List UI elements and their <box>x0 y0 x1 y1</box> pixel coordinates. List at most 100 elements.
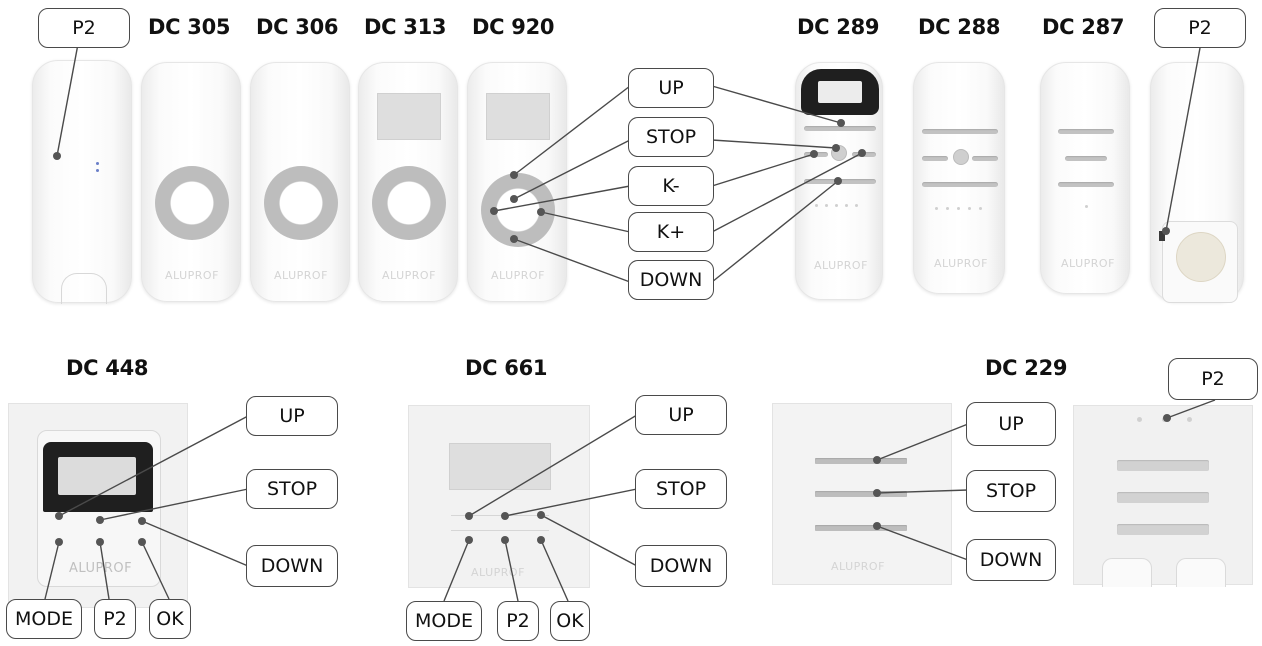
callout-p2-top-right: P2 <box>1154 8 1246 48</box>
channel-dot <box>825 204 828 207</box>
callout-down-remote: DOWN <box>628 260 714 300</box>
brand-logo: ALUPROF <box>1061 257 1115 270</box>
led-dot <box>1187 417 1192 422</box>
channel-dot <box>815 204 818 207</box>
callout-up-dc229: UP <box>966 402 1056 446</box>
up-bar <box>804 126 876 131</box>
callout-down-dc448: DOWN <box>246 545 338 587</box>
wall-panel-dc661: ALUPROF <box>408 405 590 588</box>
model-title-dc305: DC 305 <box>148 15 231 39</box>
display-screen <box>377 93 441 140</box>
model-title-dc448: DC 448 <box>66 356 149 380</box>
stop-bar <box>1117 492 1209 503</box>
callout-k-minus: K- <box>628 166 714 206</box>
display-screen <box>486 93 550 140</box>
callout-up-dc661: UP <box>635 395 727 435</box>
callout-up-remote: UP <box>628 68 714 108</box>
down-bar <box>815 525 907 531</box>
callout-stop-dc229: STOP <box>966 470 1056 512</box>
wall-panel-dc448: ALUPROF <box>8 403 188 608</box>
remote-dc287: ALUPROF <box>1040 62 1130 294</box>
stop-bar <box>1065 156 1107 161</box>
brand-logo: ALUPROF <box>69 561 133 576</box>
callout-p2-top-left: P2 <box>38 8 130 48</box>
callout-mode-dc448: MODE <box>6 599 82 639</box>
callout-ok-dc448: OK <box>149 599 191 639</box>
remote-dc289: ALUPROF <box>795 62 883 300</box>
scroll-wheel <box>264 166 338 240</box>
brand-logo: ALUPROF <box>382 269 436 282</box>
up-bar <box>1117 460 1209 471</box>
callout-up-dc448: UP <box>246 396 338 436</box>
callout-k-plus: K+ <box>628 212 714 252</box>
callout-mode-dc661: MODE <box>406 601 482 641</box>
model-title-dc661: DC 661 <box>465 356 548 380</box>
callout-p2-dc661: P2 <box>497 601 539 641</box>
callout-ok-dc661: OK <box>550 601 590 641</box>
channel-dot <box>845 204 848 207</box>
channel-dot <box>946 207 949 210</box>
up-bar <box>922 129 998 134</box>
callout-stop-dc448: STOP <box>246 469 338 509</box>
brand-logo: ALUPROF <box>934 257 988 270</box>
lcd-display <box>801 69 879 115</box>
model-title-dc313: DC 313 <box>364 15 447 39</box>
callout-down-dc229: DOWN <box>966 539 1056 581</box>
scroll-wheel <box>372 166 446 240</box>
channel-dot <box>979 207 982 210</box>
mount-tab-right <box>1176 558 1226 587</box>
remote-dc288: ALUPROF <box>913 62 1005 294</box>
channel-dot <box>835 204 838 207</box>
remote-dc305: ALUPROF <box>141 62 241 302</box>
k-minus-bar <box>922 156 948 161</box>
down-bar <box>1058 182 1114 187</box>
channel-dot <box>957 207 960 210</box>
lcd-display <box>43 442 153 512</box>
brand-logo: ALUPROF <box>165 269 219 282</box>
down-bar <box>804 179 876 184</box>
remote-dc313: ALUPROF <box>358 62 458 302</box>
stop-knob <box>953 149 969 165</box>
model-title-dc920: DC 920 <box>472 15 555 39</box>
scroll-wheel <box>481 173 555 247</box>
callout-stop-remote: STOP <box>628 117 714 157</box>
stop-knob <box>831 145 847 161</box>
model-title-dc289: DC 289 <box>797 15 880 39</box>
model-title-dc306: DC 306 <box>256 15 339 39</box>
up-bar <box>815 458 907 464</box>
stop-bar <box>815 491 907 497</box>
up-bar <box>1058 129 1114 134</box>
brand-logo: ALUPROF <box>274 269 328 282</box>
callout-down-dc661: DOWN <box>635 545 727 587</box>
down-bar <box>922 182 998 187</box>
led-dot <box>1137 417 1142 422</box>
wall-panel-dc229-back <box>1073 405 1253 587</box>
led-dot <box>1162 417 1167 422</box>
brand-logo: ALUPROF <box>491 269 545 282</box>
p2-button-slot <box>1159 231 1165 241</box>
battery-compartment <box>1162 221 1238 303</box>
channel-dot <box>968 207 971 210</box>
status-led-1 <box>96 162 99 165</box>
scroll-wheel <box>155 166 229 240</box>
remote-dc920: ALUPROF <box>467 62 567 302</box>
channel-dot <box>935 207 938 210</box>
model-title-dc229: DC 229 <box>985 356 1068 380</box>
brand-logo: ALUPROF <box>831 560 885 573</box>
remote-dc306: ALUPROF <box>250 62 350 302</box>
brand-logo: ALUPROF <box>471 566 525 579</box>
status-led-2 <box>96 169 99 172</box>
channel-dot <box>855 204 858 207</box>
display-screen <box>449 443 551 490</box>
wall-panel-dc229-front: ALUPROF <box>772 403 952 585</box>
callout-p2-dc448: P2 <box>94 599 136 639</box>
brand-logo: ALUPROF <box>814 259 868 272</box>
down-bar <box>1117 524 1209 535</box>
battery-cover <box>61 273 107 304</box>
model-title-dc288: DC 288 <box>918 15 1001 39</box>
mount-tab-left <box>1102 558 1152 587</box>
k-plus-bar <box>972 156 998 161</box>
channel-dot <box>1085 205 1088 208</box>
k-plus-bar <box>852 152 876 157</box>
callout-stop-dc661: STOP <box>635 469 727 509</box>
